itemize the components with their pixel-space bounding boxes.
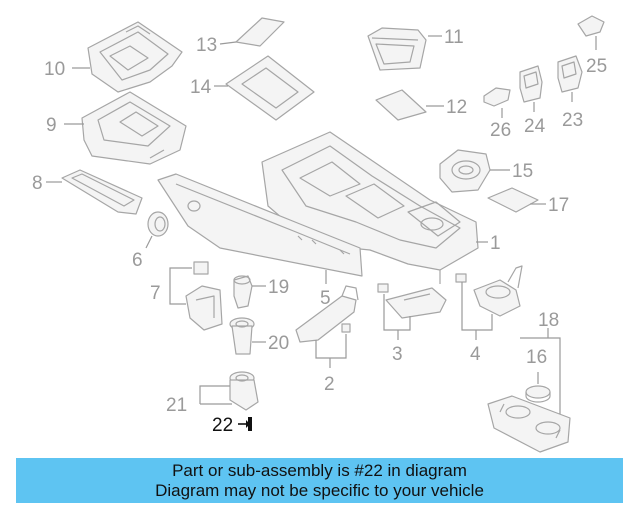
callout-11[interactable]: 11 bbox=[444, 27, 464, 48]
callout-12[interactable]: 12 bbox=[446, 97, 467, 118]
leader-13 bbox=[219, 41, 237, 45]
part-14-drawing bbox=[225, 55, 315, 121]
callout-3[interactable]: 3 bbox=[392, 344, 403, 365]
callout-15[interactable]: 15 bbox=[512, 161, 533, 182]
callout-9[interactable]: 9 bbox=[46, 115, 57, 136]
part-15-drawing bbox=[439, 149, 491, 193]
callout-20[interactable]: 20 bbox=[268, 333, 289, 354]
part-26-drawing bbox=[483, 87, 511, 107]
part-18-drawing bbox=[487, 395, 571, 453]
callout-25[interactable]: 25 bbox=[586, 56, 607, 77]
callout-24[interactable]: 24 bbox=[524, 116, 546, 137]
part-20-drawing bbox=[229, 317, 255, 355]
callout-7[interactable]: 7 bbox=[150, 283, 161, 304]
arrow-22-icon bbox=[246, 420, 250, 428]
callout-22[interactable]: 22 bbox=[212, 415, 233, 436]
part-17-drawing bbox=[487, 187, 539, 213]
callout-26[interactable]: 26 bbox=[490, 120, 511, 141]
callout-21[interactable]: 21 bbox=[166, 395, 187, 416]
callout-4[interactable]: 4 bbox=[470, 344, 481, 365]
part-24-drawing bbox=[519, 65, 543, 103]
callout-16[interactable]: 16 bbox=[526, 347, 547, 368]
leader-18 bbox=[520, 337, 561, 414]
part-10-drawing bbox=[87, 21, 183, 93]
callout-1[interactable]: 1 bbox=[490, 233, 501, 254]
part-8-drawing bbox=[61, 169, 143, 215]
part-25-drawing bbox=[577, 15, 605, 37]
part-6-drawing bbox=[147, 211, 169, 237]
part-9-drawing bbox=[81, 91, 187, 165]
leader-2 bbox=[315, 334, 347, 359]
part-5-drawing bbox=[157, 173, 363, 277]
callout-23[interactable]: 23 bbox=[562, 110, 583, 131]
part-7-drawing bbox=[185, 261, 223, 331]
callout-6[interactable]: 6 bbox=[132, 250, 143, 271]
callout-5[interactable]: 5 bbox=[320, 288, 331, 309]
part-21-drawing bbox=[229, 371, 259, 411]
banner-line-2: Diagram may not be specific to your vehi… bbox=[155, 481, 484, 500]
part-13-drawing bbox=[235, 17, 285, 47]
leader-7b bbox=[169, 288, 186, 305]
leader-3 bbox=[383, 294, 411, 331]
part-11-drawing bbox=[367, 27, 427, 71]
part-16-drawing bbox=[525, 385, 551, 403]
callout-13[interactable]: 13 bbox=[196, 35, 217, 56]
callout-14[interactable]: 14 bbox=[190, 77, 212, 98]
part-2-drawing bbox=[295, 285, 359, 343]
part-4-drawing bbox=[455, 265, 523, 317]
callout-19[interactable]: 19 bbox=[268, 277, 289, 298]
callout-10[interactable]: 10 bbox=[44, 59, 65, 80]
leader-7a bbox=[169, 267, 192, 288]
info-banner: Part or sub-assembly is #22 in diagram D… bbox=[16, 458, 623, 503]
leader-4 bbox=[461, 282, 493, 331]
part-12-drawing bbox=[375, 89, 427, 121]
leader-21a bbox=[199, 385, 230, 404]
callout-17[interactable]: 17 bbox=[548, 195, 569, 216]
callout-2[interactable]: 2 bbox=[324, 374, 335, 395]
part-3-drawing bbox=[377, 283, 447, 319]
leader-6 bbox=[145, 235, 153, 249]
banner-line-1: Part or sub-assembly is #22 in diagram bbox=[172, 461, 467, 480]
callout-18[interactable]: 18 bbox=[538, 310, 559, 331]
callout-8[interactable]: 8 bbox=[32, 173, 43, 194]
part-19-drawing bbox=[233, 275, 253, 309]
part-23-drawing bbox=[557, 55, 583, 93]
